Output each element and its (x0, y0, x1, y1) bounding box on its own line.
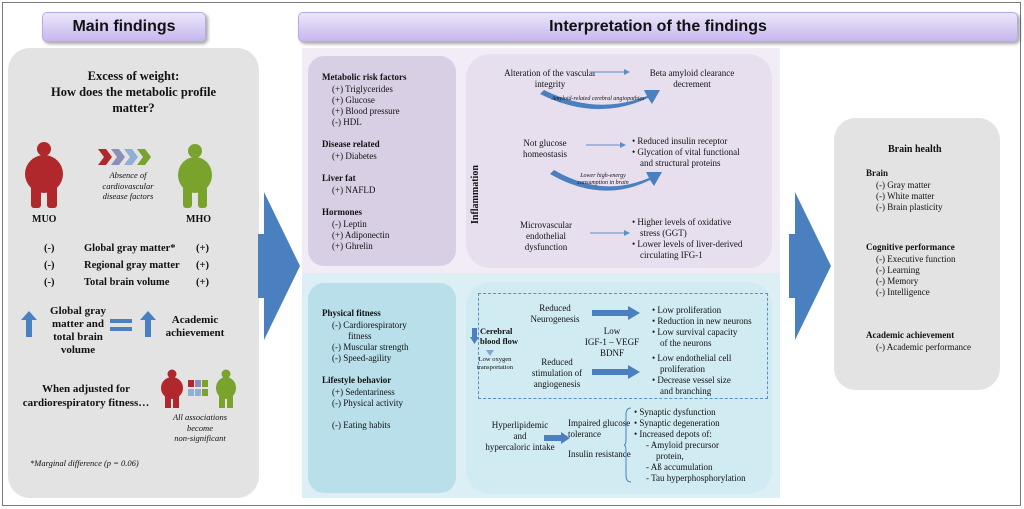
header-interpretation: Interpretation of the findings (298, 12, 1018, 42)
small-down-arrow-icon (486, 350, 494, 356)
bracket-icon (624, 407, 632, 483)
synaptic-bullets: • Synaptic dysfunction • Synaptic degene… (634, 407, 746, 483)
block-arrow-icon (592, 365, 640, 379)
footnote: *Marginal difference (p = 0.06) (30, 458, 139, 468)
main-findings-panel (8, 48, 259, 498)
metabolic-list: Metabolic risk factors (+) Triglycerides… (322, 72, 407, 251)
big-right-arrow-icon (258, 192, 300, 340)
fitness-box (308, 283, 456, 493)
cerebral-box (466, 282, 772, 494)
block-arrow-icon (592, 306, 640, 320)
up-arrow-icon (21, 311, 37, 337)
curved-arrow-icon (540, 90, 660, 110)
inflammation-label: Inflammation (470, 165, 481, 224)
neuro-bullets: • Low proliferation • Reduction in new n… (652, 305, 752, 348)
up-arrow-icon (140, 311, 156, 337)
nonsig-text: All associations become non-significant (172, 412, 228, 443)
mho-label: MHO (186, 214, 211, 225)
header-main-findings: Main findings (42, 12, 206, 42)
rows-left-signs: (-)(-)(-) (44, 243, 55, 288)
brain-health-panel (834, 118, 1000, 390)
chevron-arrows-icon (98, 149, 151, 165)
question-text: Excess of weight: How does the metabolic… (50, 69, 217, 115)
equals-icon (110, 319, 132, 331)
amyloid-note: Amyloid-related cerebral angiopathies (551, 96, 645, 102)
absence-text: Absence of cardiovascular disease factor… (102, 170, 154, 201)
cognitive-list: Cognitive performance (-) Executive func… (866, 242, 956, 297)
inflammation-box (466, 54, 772, 268)
thin-arrow-icon (586, 142, 626, 148)
gray-matter-text: Global gray matter and total brain volum… (50, 305, 106, 356)
brain-health-title: Brain health (888, 144, 942, 155)
mho-person-icon (178, 144, 212, 208)
adjusted-text: When adjusted for cardiorespiratory fitn… (22, 383, 150, 409)
academic-list: Academic achievement (-) Academic perfor… (866, 330, 971, 352)
metabolic-box (308, 56, 456, 266)
muo-person-icon (25, 142, 63, 208)
big-right-arrow-icon (789, 192, 831, 340)
insulin-resistance-text: Insulin resistance (568, 449, 631, 459)
thin-arrow-icon (590, 69, 630, 75)
angio-bullets: • Low endothelial cell proliferation • D… (652, 353, 732, 396)
curved-arrow-icon (550, 170, 662, 191)
insulin-bullets: • Reduced insulin receptor • Glycation o… (632, 136, 740, 168)
down-arrow-icon (470, 328, 479, 344)
thin-arrow-icon (590, 230, 630, 236)
muo-mho-small-icon (161, 369, 236, 408)
block-arrow-icon (544, 432, 570, 444)
fitness-list: Physical fitness (-) Cardiorespiratory f… (322, 308, 409, 430)
micro-bullets: • Higher levels of oxidative stress (GGT… (632, 217, 743, 260)
rows-right-signs: (+)(+)(+) (196, 243, 209, 288)
muo-label: MUO (32, 214, 57, 225)
academic-text: Academic achievement (165, 314, 225, 339)
brain-list: Brain (-) Gray matter (-) White matter (… (866, 168, 943, 212)
cerebral-dashed-frame (478, 293, 768, 399)
